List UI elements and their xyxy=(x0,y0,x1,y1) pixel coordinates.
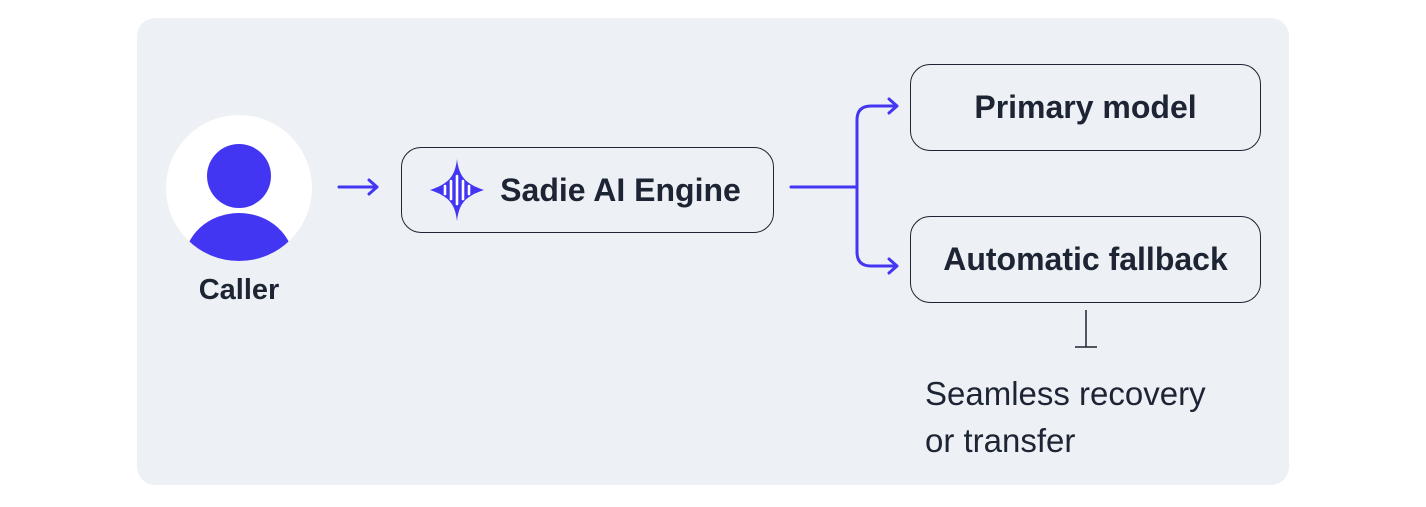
caller-avatar xyxy=(166,115,312,261)
automatic-fallback-node: Automatic fallback xyxy=(910,216,1261,303)
fallback-to-recovery-connector xyxy=(1075,310,1097,348)
sadie-ai-engine-node: Sadie AI Engine xyxy=(401,147,774,233)
recovery-line-2: or transfer xyxy=(925,422,1076,459)
recovery-line-1: Seamless recovery xyxy=(925,375,1206,412)
sadie-logo-icon xyxy=(430,159,485,221)
automatic-fallback-label: Automatic fallback xyxy=(943,241,1228,277)
caller-label: Caller xyxy=(198,274,280,306)
primary-model-label: Primary model xyxy=(974,89,1197,125)
primary-model-node: Primary model xyxy=(910,64,1261,151)
branch-to-primary-arrow xyxy=(855,97,899,189)
branch-to-fallback-arrow xyxy=(855,185,899,275)
engine-label: Sadie AI Engine xyxy=(500,171,741,208)
caller-to-engine-arrow xyxy=(337,178,379,196)
person-icon xyxy=(184,144,294,261)
recovery-note: Seamless recovery or transfer xyxy=(925,370,1265,464)
